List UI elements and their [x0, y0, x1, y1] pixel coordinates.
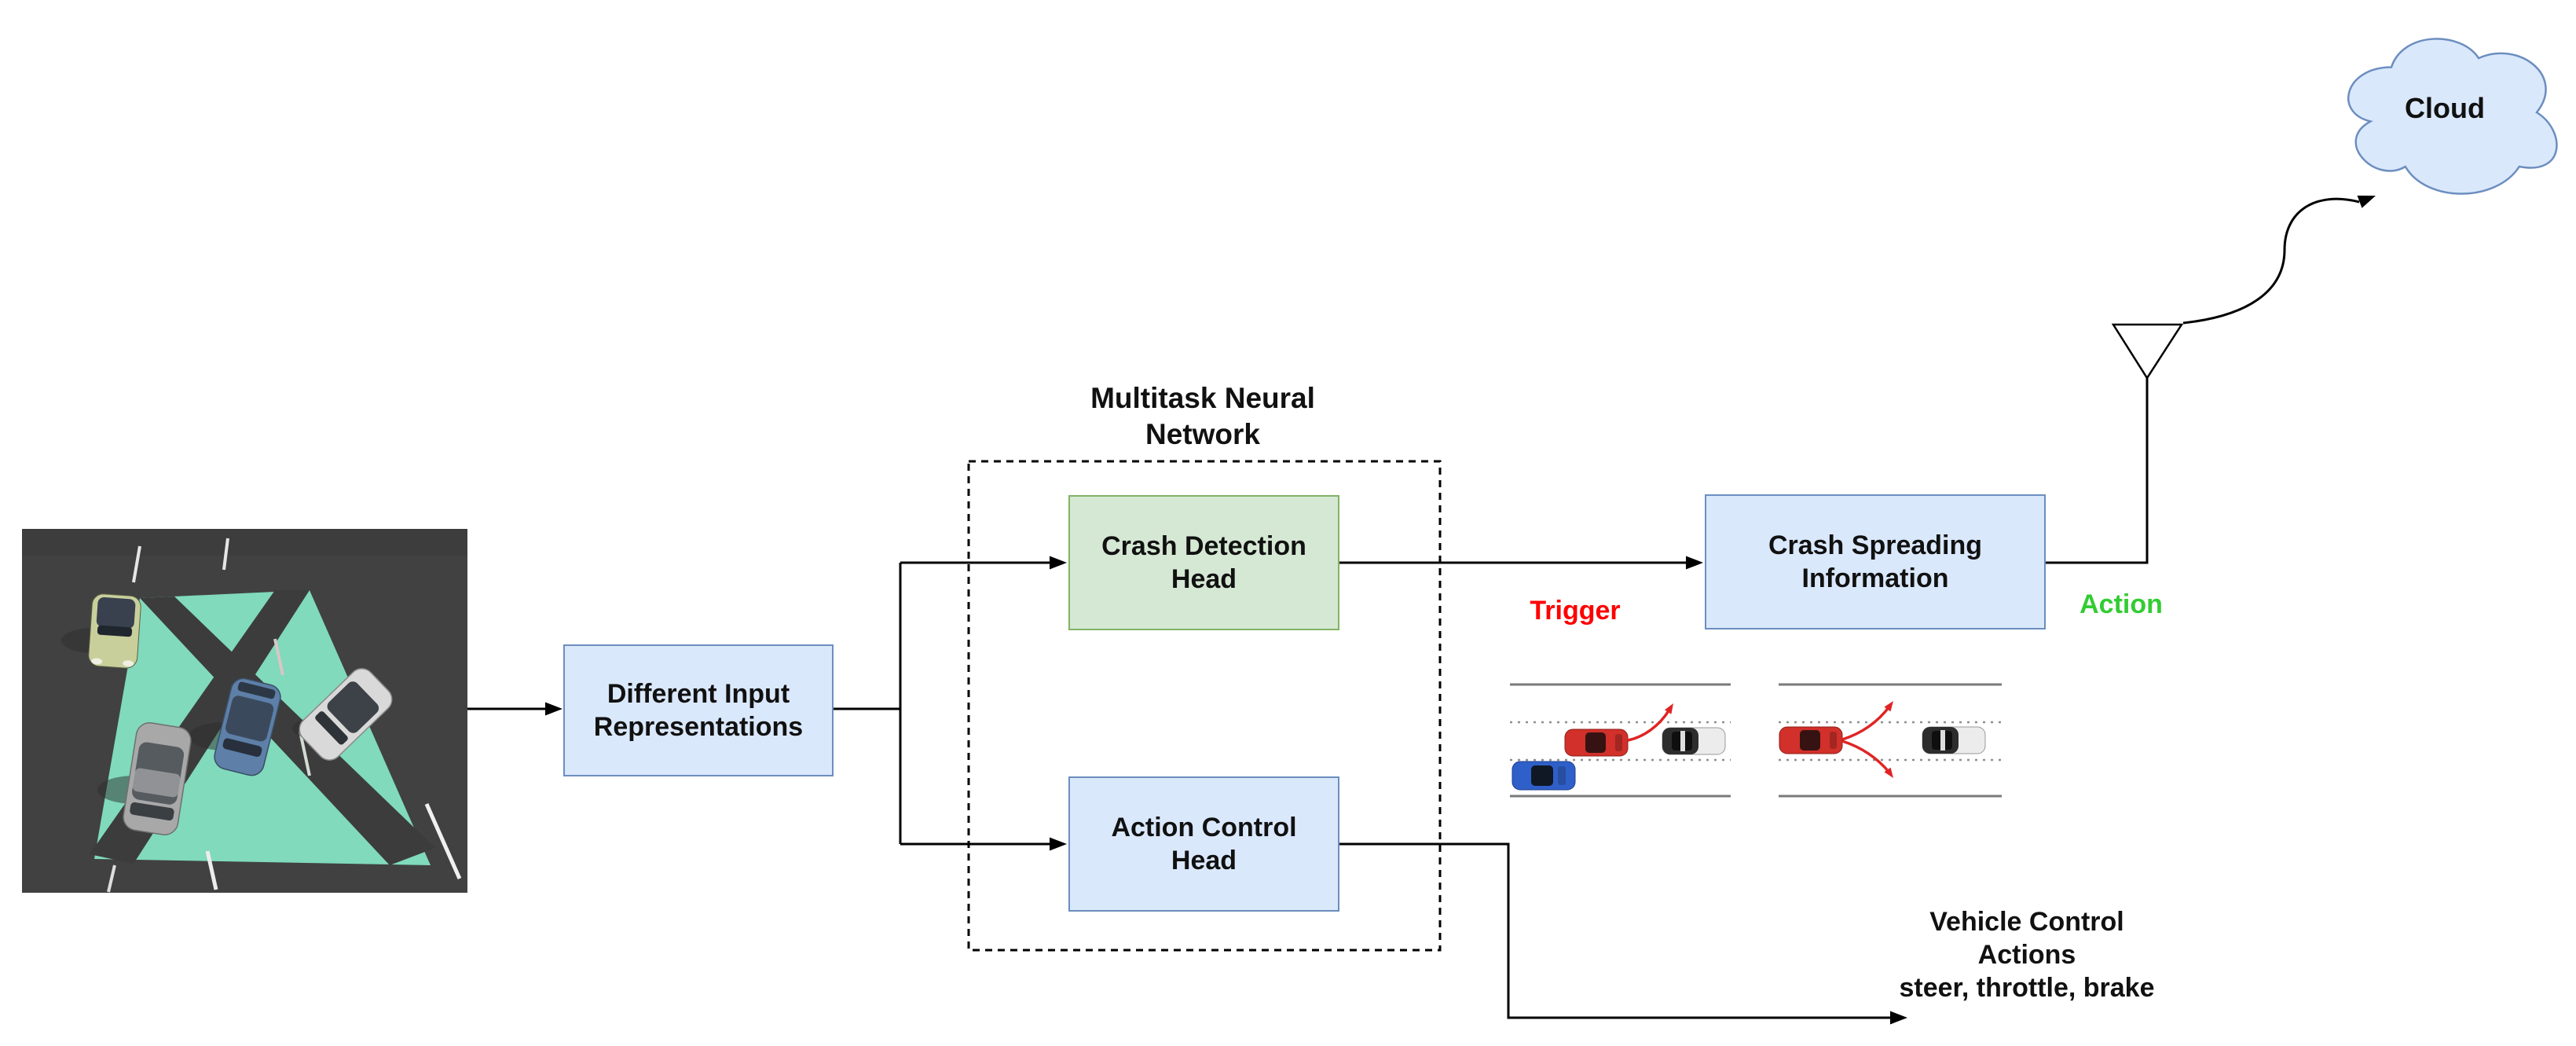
black-white-car [1662, 727, 1726, 755]
blue-ego-car [214, 677, 281, 776]
red-crash-car [1564, 729, 1629, 757]
spread-arrow [1627, 709, 1671, 742]
arrowhead [1686, 556, 1703, 570]
road-lines [1779, 683, 2002, 798]
arrowhead [1664, 703, 1673, 714]
node-crash-detection-head: Crash Detection Head [1068, 495, 1339, 630]
arrowhead [1890, 1011, 1907, 1025]
road-shade [22, 529, 467, 556]
connector-antenna-to-cloud [2182, 197, 2360, 325]
arrowhead [1050, 837, 1067, 851]
lane-markings-over-overlay [107, 638, 462, 893]
spread-arrow-up [1841, 705, 1891, 741]
action-edge-label: Action [2079, 589, 2163, 619]
connector-spreading-to-antenna [2046, 378, 2149, 564]
arrowhead [545, 702, 562, 716]
red-crash-car [1779, 726, 1843, 754]
connector-action-output [1339, 842, 1890, 1019]
arrowhead [2357, 195, 2376, 208]
node-crash-spreading-information: Crash Spreading Information [1705, 494, 2046, 629]
multitask-group-dashed-border [967, 460, 1442, 952]
cloud-shape [2347, 38, 2558, 195]
arrowhead [1050, 556, 1067, 570]
node-different-input-representations: Different Input Representations [563, 644, 834, 776]
road-lines [1510, 683, 1731, 798]
crash-spread-scene-2 [1779, 683, 2002, 798]
black-white-car [1922, 726, 1986, 754]
node-action-control-head: Action Control Head [1068, 776, 1339, 912]
crash-spread-scene-1 [1510, 683, 1731, 798]
spread-arrow-down [1841, 740, 1891, 774]
multitask-group-title: Multitask Neural Network [1090, 382, 1315, 450]
cloud-label: Cloud [2405, 92, 2485, 124]
trigger-edge-label: Trigger [1530, 596, 1621, 626]
vehicle-control-actions-caption: Vehicle Control Actions steer, throttle,… [1899, 907, 2155, 1004]
input-scene-image [22, 529, 467, 893]
gray-car [123, 722, 192, 835]
arrowhead [1884, 767, 1893, 778]
arrowhead [1884, 701, 1893, 712]
silver-car [299, 668, 393, 761]
blue-neighbor-car [1512, 761, 1576, 791]
antenna-icon [2111, 323, 2184, 380]
yellow-car [88, 593, 141, 669]
